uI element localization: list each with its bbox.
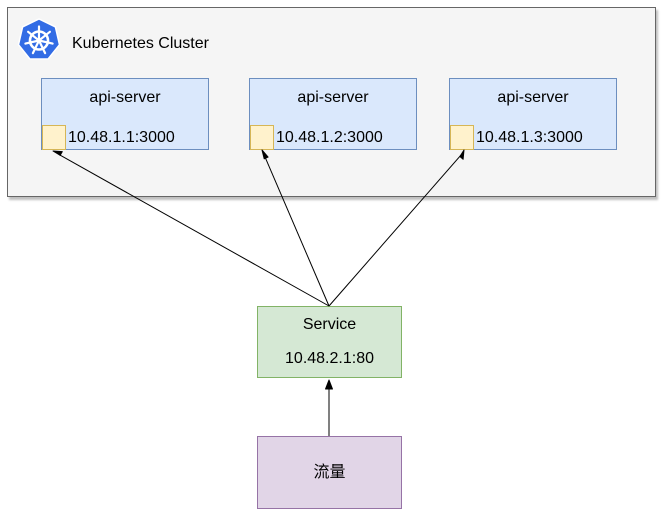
api-server-name: api-server	[89, 89, 161, 106]
api-server-node-3: api-server 10.48.1.3:3000	[449, 78, 617, 150]
api-server-name: api-server	[297, 89, 369, 106]
api-server-address: 10.48.1.1:3000	[68, 129, 175, 146]
service-name: Service	[302, 316, 357, 333]
traffic-label: 流量	[313, 464, 346, 481]
api-server-address: 10.48.1.3:3000	[476, 129, 583, 146]
service-node: Service 10.48.2.1:80	[257, 306, 402, 378]
api-server-name: api-server	[497, 89, 569, 106]
port-box	[42, 125, 66, 150]
port-box	[450, 125, 474, 150]
arrowhead-service	[325, 379, 333, 390]
api-server-node-2: api-server 10.48.1.2:3000	[249, 78, 417, 150]
api-server-node-1: api-server 10.48.1.1:3000	[41, 78, 209, 150]
api-server-address: 10.48.1.2:3000	[276, 129, 383, 146]
traffic-node: 流量	[257, 436, 402, 509]
kubernetes-icon	[17, 18, 61, 60]
service-address: 10.48.2.1:80	[285, 350, 374, 367]
port-box	[250, 125, 274, 150]
cluster-title: Kubernetes Cluster	[72, 35, 209, 52]
